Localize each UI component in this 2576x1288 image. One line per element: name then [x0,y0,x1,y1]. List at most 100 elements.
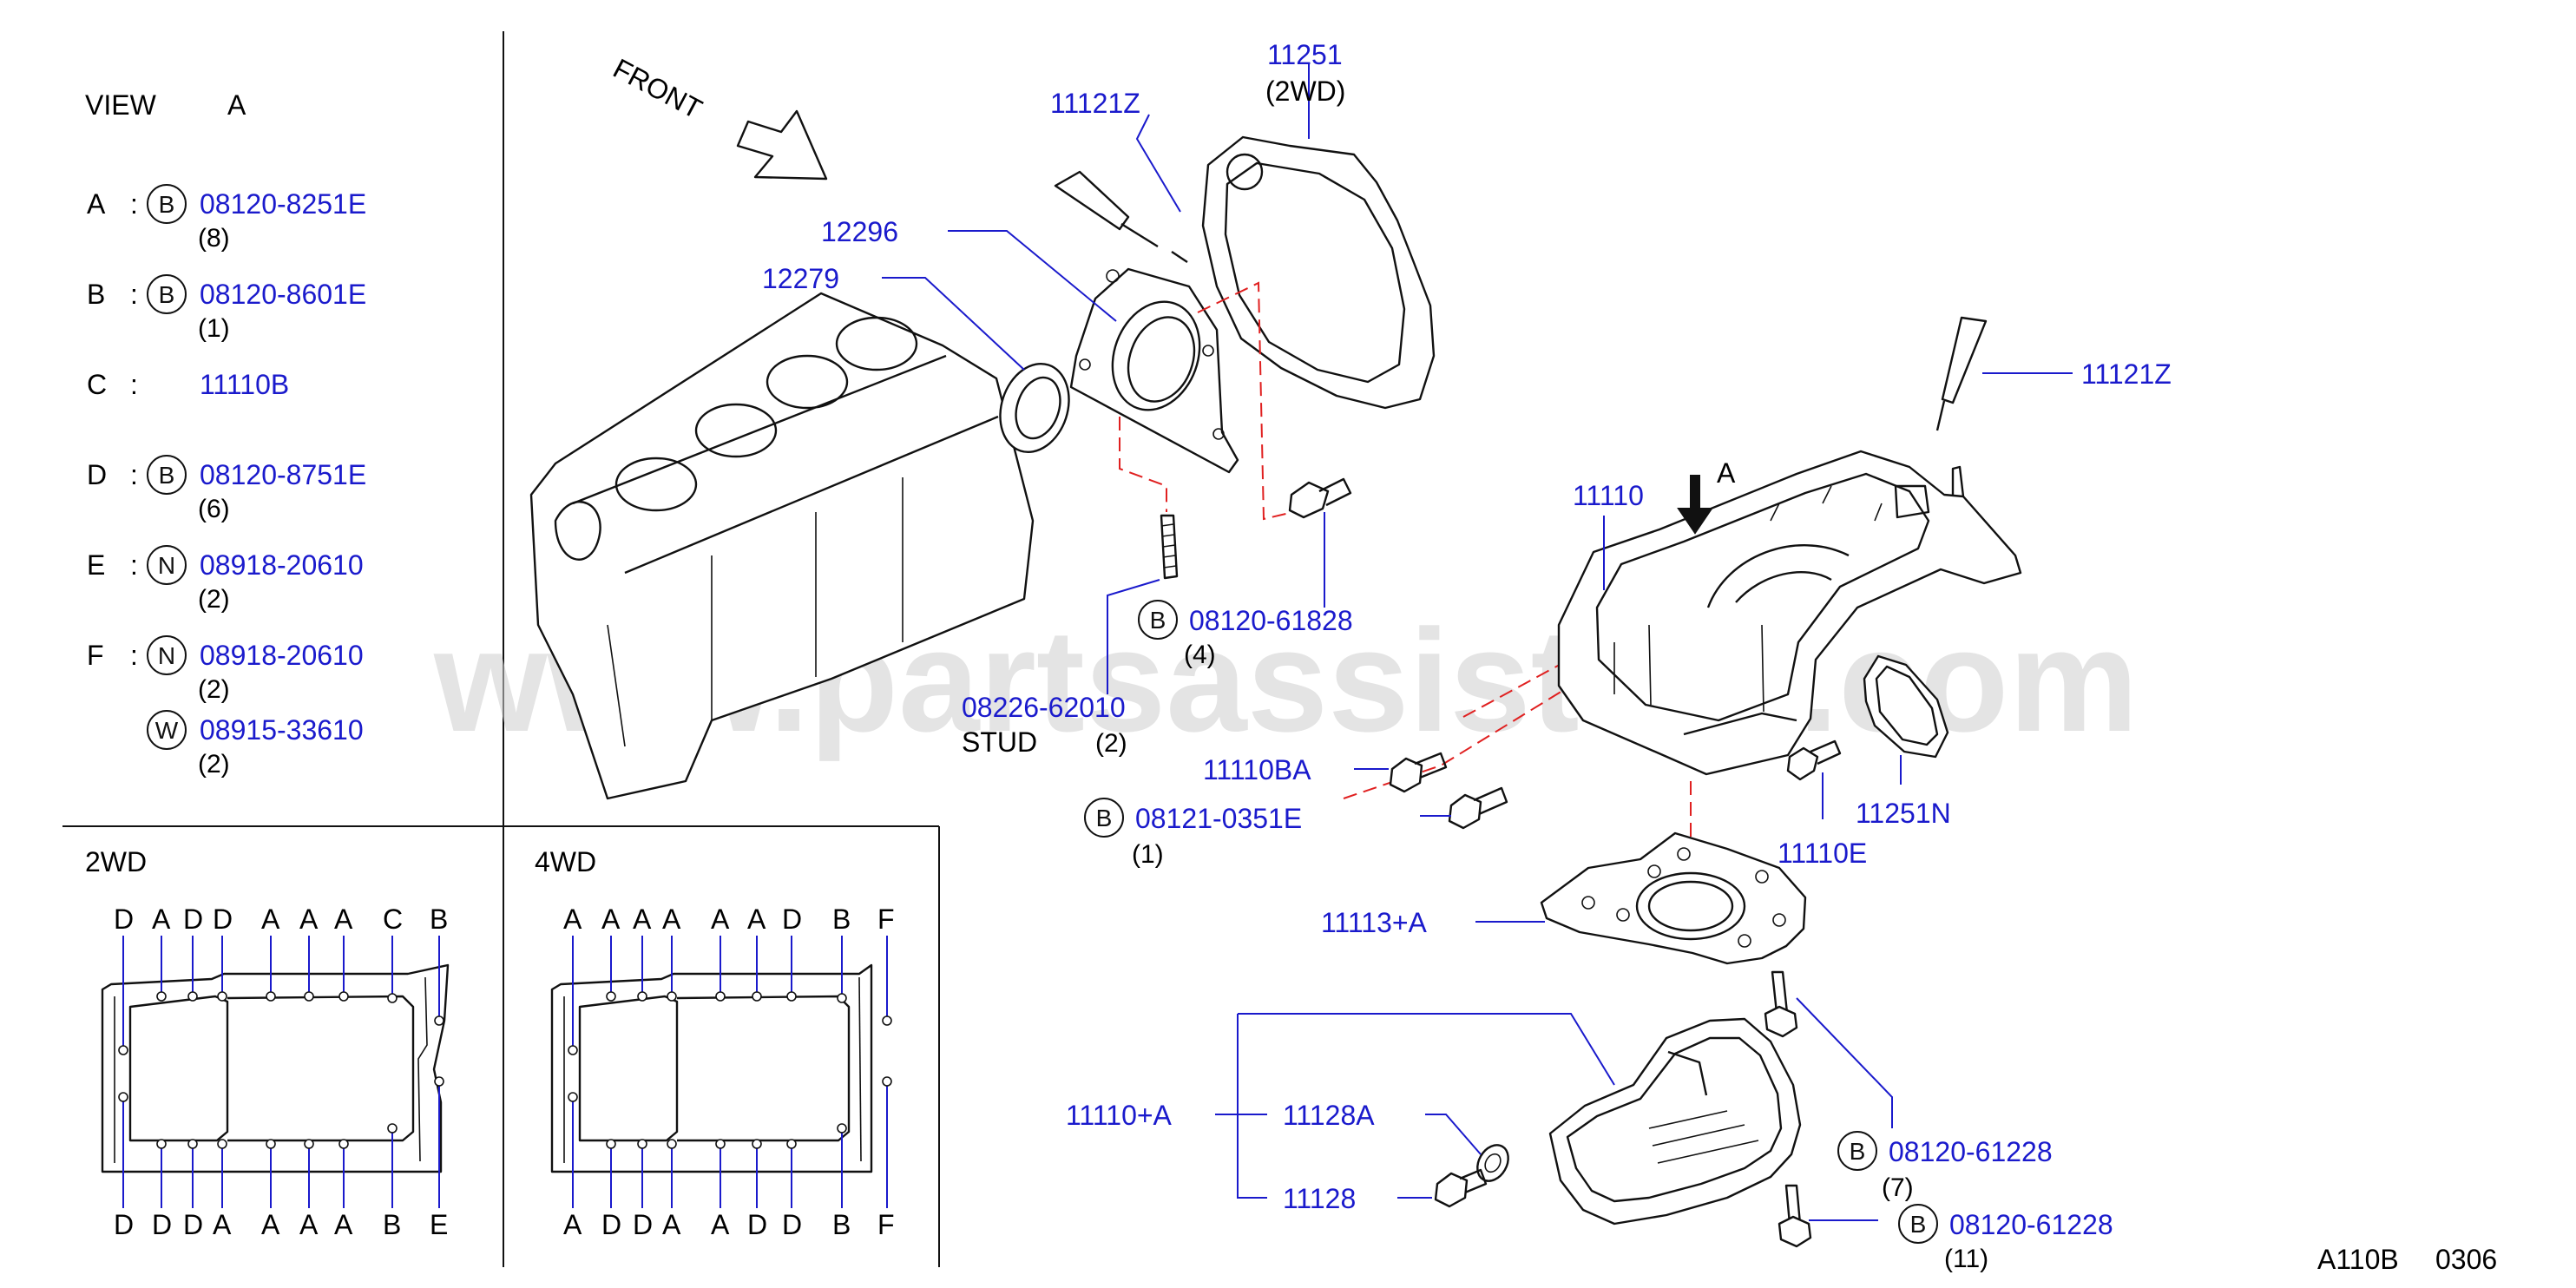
part-number-link[interactable]: 08226-62010 [962,692,1126,723]
view-panel: VIEW A A : B 08120-8251E (8) B : B 08120… [85,89,366,779]
bolt-position-letter-bottom: A [563,1209,582,1240]
view-row-e[interactable]: E : N 08918-20610 (2) [87,545,364,614]
bolt-position-letter-top: D [213,904,233,935]
bolt-position-letter-bottom: D [782,1209,802,1240]
part-number-link[interactable]: 11110B [200,369,289,400]
part-number-link[interactable]: 08120-61228 [1889,1136,2053,1167]
footer: A110B 0306 [2317,1244,2497,1275]
part-number-link[interactable]: 08120-8751E [200,459,366,490]
part-11113A-link[interactable]: 11113+A [1321,907,1428,938]
part-11128A-link[interactable]: 11128A [1283,1100,1375,1131]
bolt-hole-icon [266,1139,276,1149]
quantity: (8) [198,224,230,253]
engine-block-drawing [529,292,1035,800]
part-11251-link[interactable]: 11251 [1267,39,1343,70]
part-number-link[interactable]: 08915-33610 [200,714,364,746]
row-key: A [87,188,106,220]
part-11110E-link[interactable]: 11110E [1778,838,1867,869]
baffle-plate-drawing [1540,831,1807,965]
bolt-position-letter-top: A [299,904,319,935]
bolt-hole-icon [637,991,647,1002]
badge-letter: W [155,717,179,744]
bolt-hole-icon [837,993,847,1003]
bolt-hole-icon [667,991,677,1002]
rear-plate-drawing [1201,135,1436,410]
view-row-f[interactable]: F : N 08918-20610 (2) [87,635,364,704]
part-number-link[interactable]: 08120-61828 [1189,605,1353,636]
part-11110A-link[interactable]: 11110+A [1066,1100,1173,1131]
part-number-link[interactable]: 08121-0351E [1135,803,1302,834]
part-11110-link[interactable]: 11110 [1573,480,1644,511]
bolt-position-letter-bottom: F [877,1209,895,1240]
view-row-d[interactable]: D : B 08120-8751E (6) [87,455,366,523]
part-12279-link[interactable]: 12279 [762,263,839,294]
bolt-position-letter-top: A [711,904,730,935]
bolt-position-letter-top: A [662,904,681,935]
bolt-position-letter-bottom: D [747,1209,767,1240]
bolt-hole-markers [118,936,444,1208]
callout-08120-61228-a[interactable]: B 08120-61228 (7) [1837,1131,2053,1202]
nut-badge-icon [147,545,187,585]
part-number-link[interactable]: 08120-8601E [200,279,366,310]
seal-retainer-drawing [1069,267,1239,474]
part-number-link[interactable]: 08120-8251E [200,188,366,220]
bolt-position-letter-top: C [383,904,403,935]
quantity: (4) [1184,641,1216,669]
view-row-c[interactable]: C : 11110B [87,369,289,400]
bolt-hole-icon [606,991,616,1002]
sealant-tube-icon [1054,170,1188,263]
badge-letter: B [159,191,175,218]
part-11251N-link[interactable]: 11251N [1856,798,1951,829]
oil-pan-outline-4wd [550,963,873,1173]
bolt-position-letter-bottom: E [430,1209,448,1240]
stud-icon [1160,514,1179,580]
bolt-hole-icon [338,1139,349,1149]
bolt-hole-icon [715,991,726,1002]
quantity: (2) [198,585,230,614]
bolt-position-letter-top: B [430,904,448,935]
part-11251-note: (2WD) [1265,76,1345,107]
bolt-hole-icon [882,1015,892,1026]
bolt-position-letter-top: D [114,904,134,935]
row-sep: : [130,369,138,400]
callout-08120-61828[interactable]: B 08120-61828 (4) [1138,600,1353,669]
bolt-hole-icon [434,1076,444,1087]
bolt-position-letter-bottom: A [662,1209,681,1240]
callout-stud[interactable]: 08226-62010 STUD (2) [962,692,1127,758]
bolt-badge-icon [147,184,187,224]
bolt-hole-icon [434,1015,444,1026]
bolt-position-letter-bottom: D [601,1209,621,1240]
bolt-08121-icon [1448,786,1508,830]
part-11128-link[interactable]: 11128 [1283,1183,1356,1214]
part-number-link[interactable]: 08120-61228 [1949,1209,2113,1240]
bolt-position-letter-top: A [601,904,621,935]
view-letter: A [227,89,246,121]
bolt-position-letter-top: D [782,904,802,935]
part-11121Z-link[interactable]: 11121Z [1050,88,1140,119]
view-row-a[interactable]: A : B 08120-8251E (8) [87,184,366,253]
bolt-hole-icon [786,991,797,1002]
part-12296-link[interactable]: 12296 [821,216,898,247]
part-number-link[interactable]: 08918-20610 [200,549,364,581]
bolt-position-letter-bottom: D [114,1209,134,1240]
callout-labels: 11251 (2WD) 11121Z 12296 12279 11121Z 11… [762,39,2172,1273]
callout-08120-61228-b[interactable]: B 08120-61228 (11) [1898,1204,2113,1273]
bolt-hole-icon [667,1139,677,1149]
bolt-position-letter-bottom: A [213,1209,232,1240]
part-11110BA-link[interactable]: 11110BA [1203,754,1311,785]
bolt-61228-icon [1764,970,1812,1248]
part-11121Z-right-link[interactable]: 11121Z [2081,358,2172,390]
view-row-f-washer[interactable]: W 08915-33610 (2) [147,710,364,779]
quantity: (6) [198,495,230,523]
view-row-b[interactable]: B : B 08120-8601E (1) [87,274,366,343]
badge-letter: B [1096,805,1113,831]
bolt-hole-icon [304,991,314,1002]
bolt-position-letter-top: D [183,904,203,935]
part-number-link[interactable]: 08918-20610 [200,640,364,671]
bolt-badge-icon [147,274,187,314]
bolt-hole-icon [156,1139,167,1149]
callout-08121-0351E[interactable]: B 08121-0351E (1) [1084,798,1302,869]
